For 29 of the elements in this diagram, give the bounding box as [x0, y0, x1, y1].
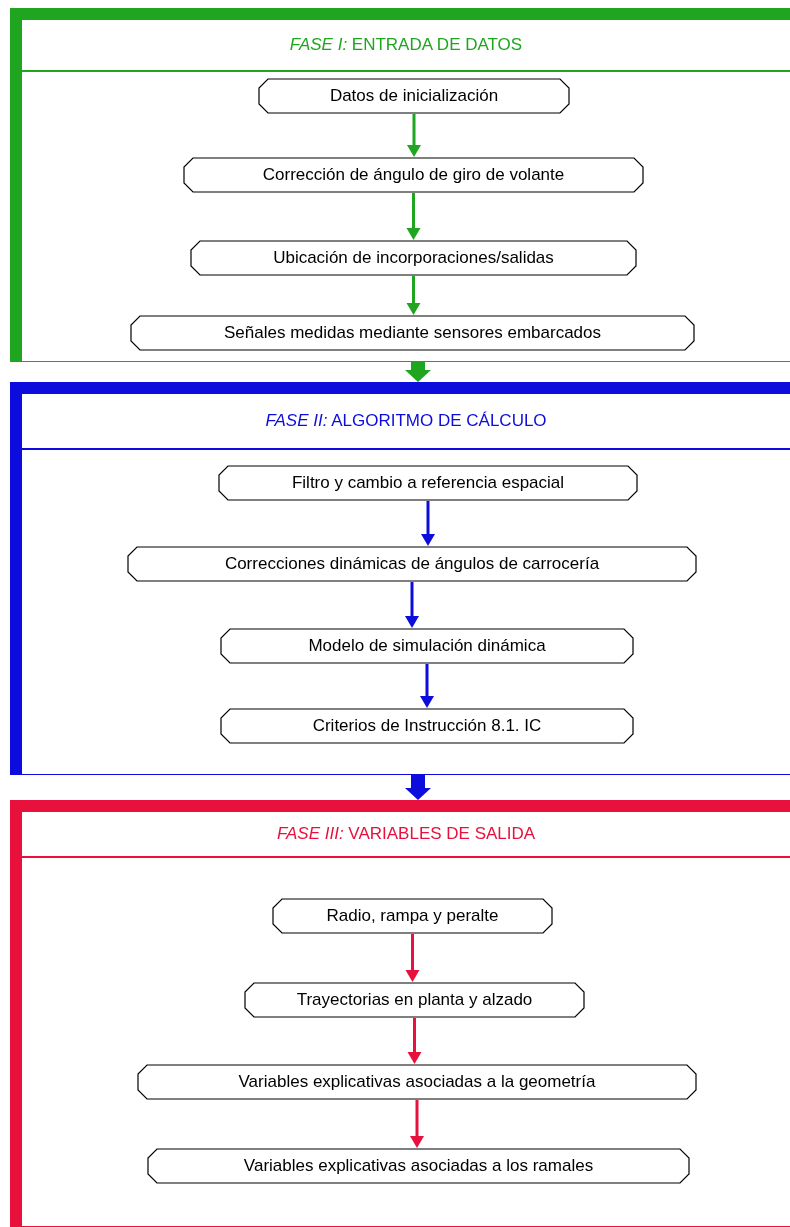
- arrow: [405, 582, 419, 628]
- process-box: Trayectorias en planta y alzado: [244, 982, 585, 1018]
- process-box: Correcciones dinámicas de ángulos de carrocería: [127, 546, 697, 582]
- arrow: [407, 1018, 422, 1064]
- process-box: Filtro y cambio a referencia espacial: [218, 465, 638, 501]
- process-box: Variables explicativas asociadas a la geometría: [137, 1064, 697, 1100]
- phase-panel: [10, 382, 790, 775]
- process-box: Corrección de ángulo de giro de volante: [183, 157, 644, 193]
- arrow: [407, 114, 421, 157]
- arrow: [406, 276, 421, 315]
- arrow: [410, 1100, 424, 1148]
- phase-panel: [10, 800, 790, 1227]
- process-box: Datos de inicialización: [258, 78, 570, 114]
- process-box: Señales medidas mediante sensores embarcados: [130, 315, 695, 351]
- arrow: [420, 664, 434, 708]
- process-box: Modelo de simulación dinámica: [220, 628, 634, 664]
- phase-panel: [10, 8, 790, 362]
- arrow: [405, 775, 431, 800]
- phase-title: FASE III: VARIABLES DE SALIDA: [276, 823, 536, 846]
- arrow: [405, 934, 420, 982]
- process-box: Radio, rampa y peralte: [272, 898, 553, 934]
- process-box: Ubicación de incorporaciones/salidas: [190, 240, 637, 276]
- arrow: [405, 362, 431, 382]
- process-box: Variables explicativas asociadas a los ramales: [147, 1148, 690, 1184]
- phase-title: FASE I: ENTRADA DE DATOS: [289, 34, 523, 57]
- arrow: [421, 501, 435, 546]
- phase-title: FASE II: ALGORITMO DE CÁLCULO: [265, 410, 547, 433]
- arrow: [406, 193, 421, 240]
- process-box: Criterios de Instrucción 8.1. IC: [220, 708, 634, 744]
